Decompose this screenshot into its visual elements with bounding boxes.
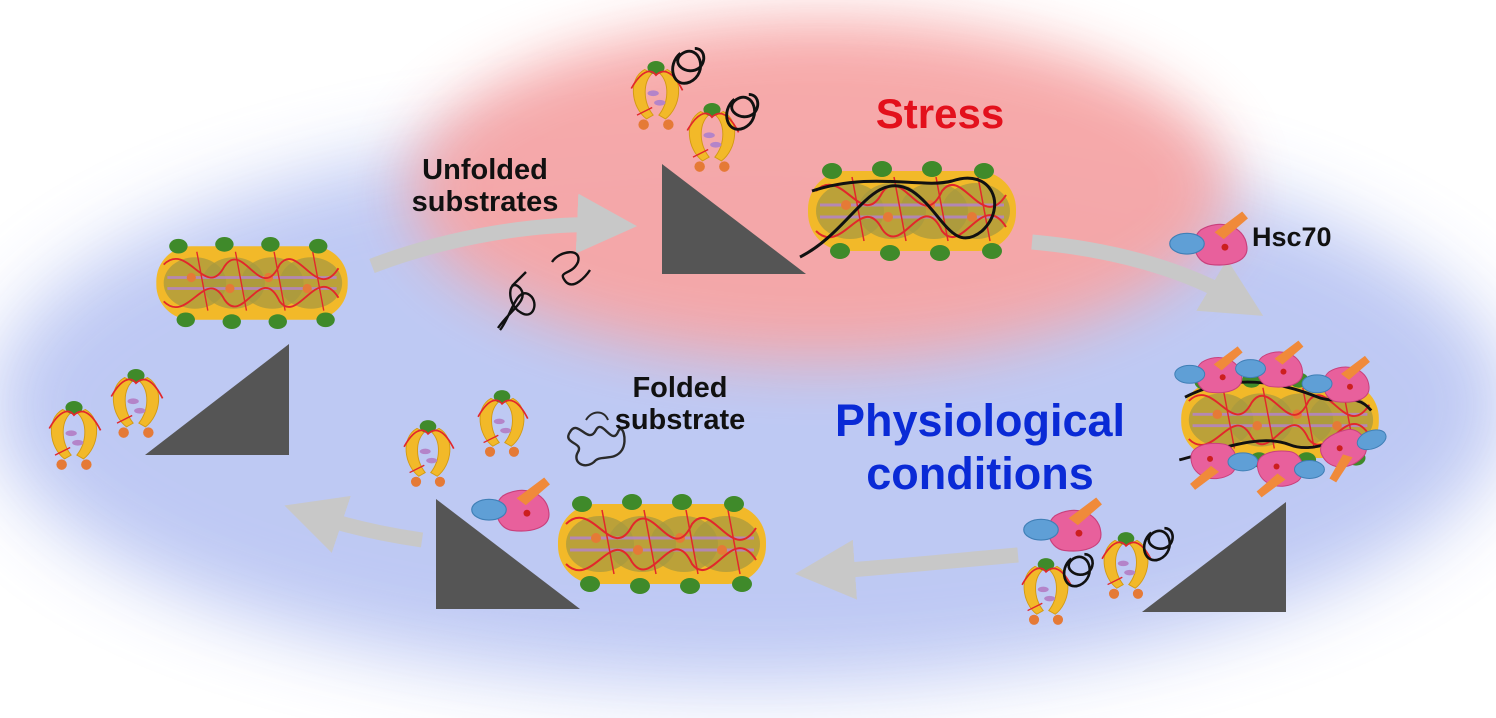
oligomers [154,159,1396,596]
wedges [145,164,1286,612]
folded-protein-icon [567,411,626,467]
hsp-oligomer-icon [556,492,768,596]
triangle-wedge-icon [436,499,580,609]
unfolded-protein-icon [497,271,536,331]
arrow-to-stress [369,193,637,274]
hsp-oligomer-icon [154,235,350,331]
hsp-oligomer-icon [799,159,1018,263]
unfolded-protein-icon [551,251,591,286]
arrow-to-resting [284,495,424,553]
substrates [497,46,1174,588]
arrow-to-hsc70 [1031,234,1264,316]
triangle-wedge-icon [1142,502,1286,612]
hsp-oligomer-icon [1174,340,1396,498]
arrow-from-hsc70 [795,539,1019,600]
stress-label: Stress [875,90,1005,137]
hsc70-label: Hsc70 [1252,222,1332,252]
triangle-wedge-icon [662,164,806,274]
cycle-arrows [284,193,1264,600]
triangle-wedge-icon [145,344,289,455]
